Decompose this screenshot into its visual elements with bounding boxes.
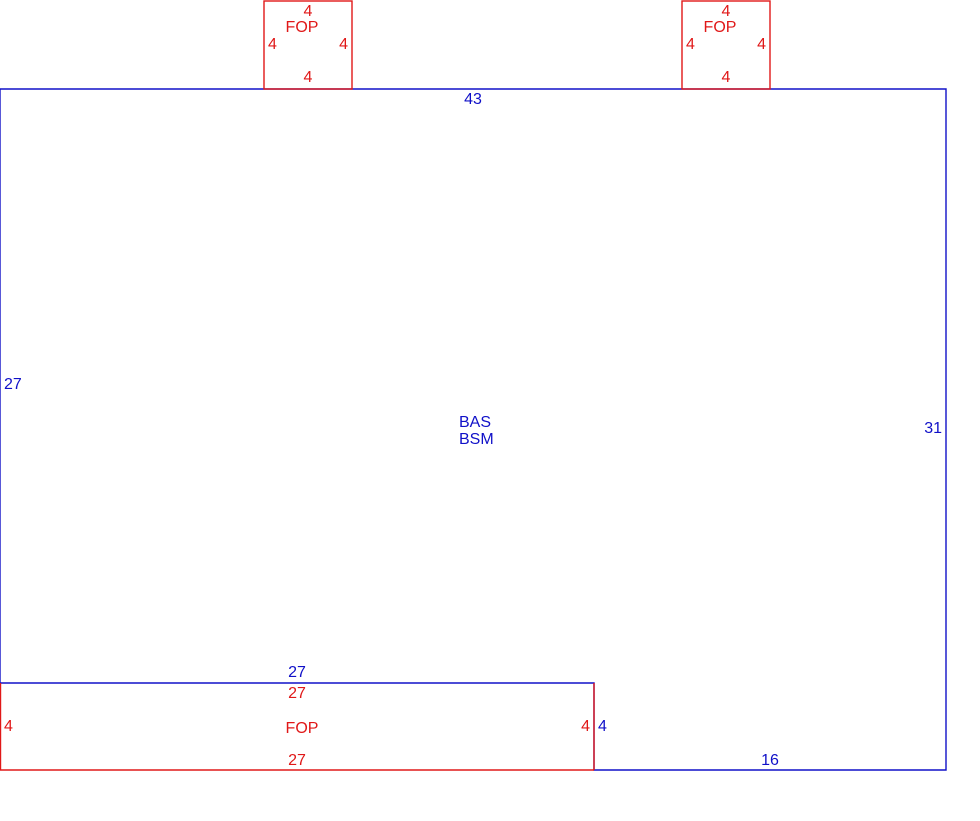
fop-top-right-dim-left: 4: [686, 36, 695, 53]
fop-bottom-sides: [0, 683, 595, 770]
fop-top-right-outline: [681, 0, 771, 90]
fop-top-left-dim-right: 4: [339, 36, 348, 53]
main-area-dim-left: 27: [4, 376, 22, 393]
main-area-dim-top: 43: [464, 91, 482, 108]
fop-top-right-dim-right: 4: [757, 36, 766, 53]
fop-top-left-outline: [263, 0, 353, 90]
fop-bottom-dim-top: 27: [288, 685, 306, 702]
fop-top-right-dim-bottom: 4: [722, 69, 731, 86]
fop-top-right-name: FOP: [704, 19, 737, 36]
main-area-dim-inner-top: 27: [288, 664, 306, 681]
fop-bottom-name: FOP: [286, 720, 319, 737]
main-area-dim-bottom: 16: [761, 752, 779, 769]
fop-top-left-dim-bottom: 4: [304, 69, 313, 86]
fop-top-left-dim-left: 4: [268, 36, 277, 53]
main-area-name-line2: BSM: [459, 431, 494, 448]
fop-bottom-dim-bottom: 27: [288, 752, 306, 769]
main-area-dim-right: 31: [924, 420, 942, 437]
fop-top-left-dim-top: 4: [304, 3, 313, 20]
fop-top-left-name: FOP: [286, 19, 319, 36]
fop-top-right-dim-top: 4: [722, 3, 731, 20]
fop-bottom-dim-right: 4: [581, 718, 590, 735]
main-area-name-line1: BAS: [459, 414, 491, 431]
main-area-dim-inner-right: 4: [598, 718, 607, 735]
fop-bottom-dim-left: 4: [4, 718, 13, 735]
